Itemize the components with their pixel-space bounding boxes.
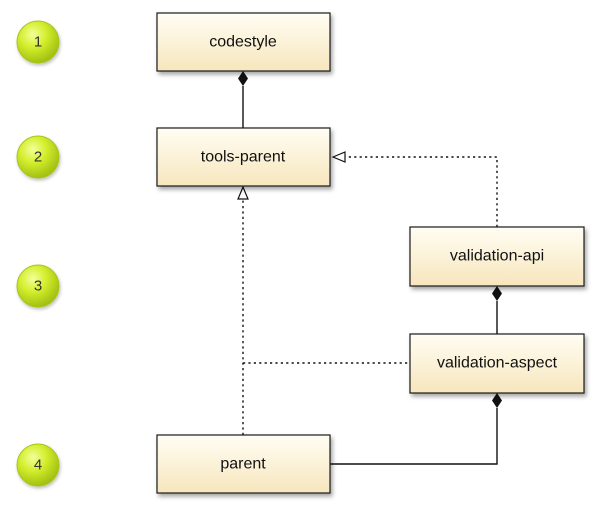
node-label: parent xyxy=(220,456,266,473)
node-label: codestyle xyxy=(209,34,277,51)
node-codestyle[interactable]: codestyle xyxy=(156,12,331,72)
node-validation-api[interactable]: validation-api xyxy=(409,226,585,287)
composition-diamond-codestyle xyxy=(238,71,248,86)
composition-line-aspect-parent xyxy=(330,408,498,465)
dependency-line-validation-api-tools-parent xyxy=(345,156,498,227)
hollow-arrowhead-tools-parent-bottom xyxy=(237,185,249,200)
node-validation-aspect[interactable]: validation-aspect xyxy=(409,333,585,394)
node-label: validation-api xyxy=(450,248,544,265)
level-marker-4: 4 xyxy=(16,443,60,487)
level-number: 3 xyxy=(34,278,42,295)
hollow-arrowhead-tools-parent-right xyxy=(331,151,346,163)
level-marker-3: 3 xyxy=(16,264,60,308)
level-number: 4 xyxy=(34,457,42,474)
node-label: tools-parent xyxy=(201,149,286,166)
node-tools-parent[interactable]: tools-parent xyxy=(156,127,331,187)
composition-diamond-validation-aspect xyxy=(492,393,502,408)
level-number: 2 xyxy=(34,149,42,166)
level-marker-2: 2 xyxy=(16,135,60,179)
node-label: validation-aspect xyxy=(437,355,558,372)
level-number: 1 xyxy=(34,34,42,51)
node-parent[interactable]: parent xyxy=(156,434,331,494)
level-marker-1: 1 xyxy=(16,20,60,64)
composition-diamond-validation-api xyxy=(492,286,502,301)
